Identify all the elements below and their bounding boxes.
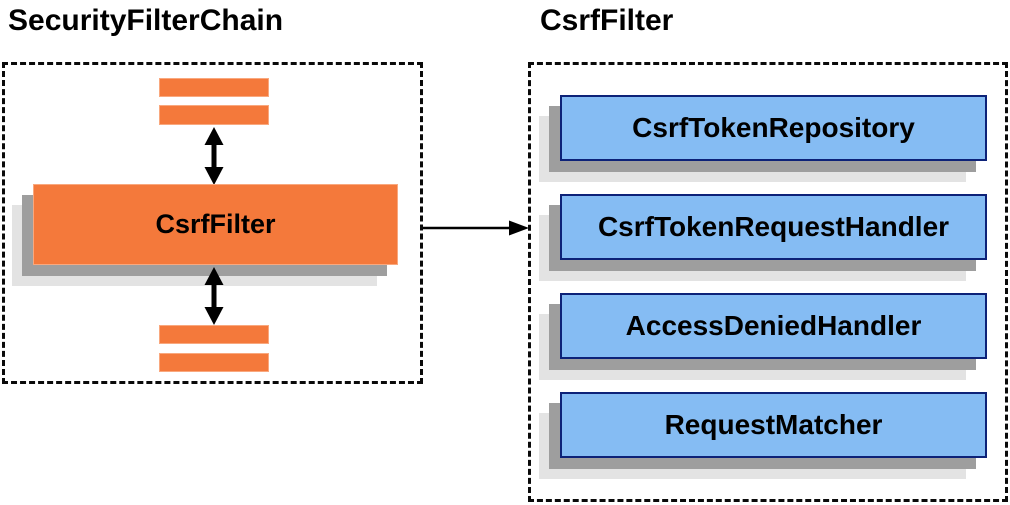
csrf-filter-node-label: CsrfFilter (155, 209, 276, 239)
securityfilterchain-title: SecurityFilterChain (8, 4, 284, 37)
bidirectional-arrow-icon (204, 127, 224, 185)
component-request-matcher: RequestMatcher (560, 392, 987, 458)
component-label: AccessDeniedHandler (625, 310, 922, 341)
component-csrf-token-repository: CsrfTokenRepository (560, 95, 987, 161)
dependency-arrow-icon (423, 220, 529, 236)
filter-placeholder-bar (159, 78, 269, 97)
csrf-filter-node: CsrfFilter (33, 184, 398, 265)
filter-placeholder-bar (159, 325, 269, 344)
component-label: RequestMatcher (664, 409, 883, 440)
csrffilter-title: CsrfFilter (540, 4, 674, 37)
bidirectional-arrow-icon (204, 267, 224, 325)
component-label: CsrfTokenRequestHandler (597, 211, 950, 242)
filter-placeholder-bar (159, 105, 269, 125)
component-csrf-token-request-handler: CsrfTokenRequestHandler (560, 194, 987, 260)
securityfilterchain-container: CsrfFilter (2, 62, 423, 384)
component-label: CsrfTokenRepository (632, 112, 915, 143)
component-access-denied-handler: AccessDeniedHandler (560, 293, 987, 359)
filter-placeholder-bar (159, 353, 269, 372)
csrffilter-container: CsrfTokenRepository CsrfTokenRequestHand… (528, 62, 1008, 502)
